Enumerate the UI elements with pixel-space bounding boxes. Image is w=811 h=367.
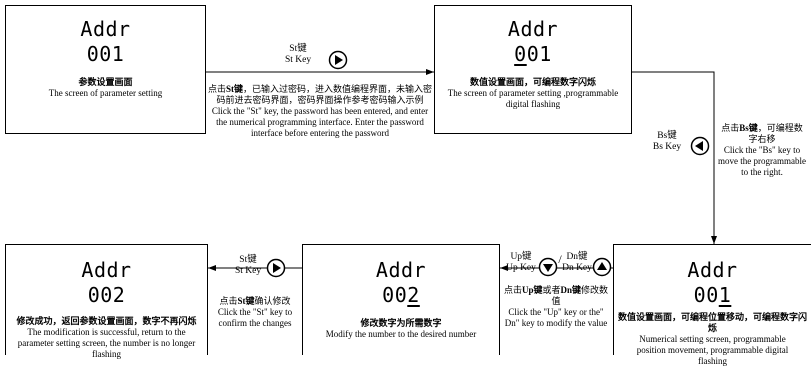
addr-label: Addr	[375, 258, 427, 282]
bs-key-label: Bs键 Bs Key	[652, 131, 682, 152]
screen-position-move: Addr 001 数值设置画面，可编程位置移动，可编程数字闪烁 Numerica…	[613, 244, 811, 366]
desc-cn: 修改成功，返回参数设置画面，数字不再闪烁	[16, 316, 197, 326]
addr-value: 001	[514, 42, 552, 66]
desc-cn: 修改数字为所需数字	[360, 318, 442, 328]
triangle-up-icon	[592, 257, 612, 277]
dn-key-label: Dn键 Dn Key	[562, 252, 592, 273]
addr-label: Addr	[507, 17, 559, 41]
addr-value: 002	[382, 283, 420, 307]
up-key-label: Up键 Up Key	[506, 252, 536, 273]
addr-value: 001	[693, 283, 732, 307]
arrow-box2-to-box3	[632, 71, 717, 244]
desc-en: The screen of parameter setting	[48, 88, 163, 98]
screen-digit-flashing: Addr 001 数值设置画面，可编程数字闪烁 The screen of pa…	[434, 5, 632, 134]
addr-label: Addr	[80, 17, 131, 41]
addr-label: Addr	[687, 258, 738, 282]
triangle-down-icon	[538, 257, 558, 277]
desc-cn: 数值设置画面，可编程数字闪烁	[469, 77, 596, 87]
screen-modification-success: Addr 002 修改成功，返回参数设置画面，数字不再闪烁 The modifi…	[5, 244, 208, 359]
desc-cn: 数值设置画面，可编程位置移动，可编程数字闪烁	[617, 312, 807, 333]
desc-en: Modify the number to the desired number	[325, 329, 477, 339]
play-left-icon	[690, 136, 710, 156]
note-st-key-confirm: 点击St键确认修改 Click the "St" key to confirm …	[217, 296, 293, 328]
note-bs-key: 点击Bs键，可编程数字右移 Click the "Bs" key to move…	[718, 123, 806, 177]
addr-value: 001	[86, 42, 125, 66]
st-key-label-confirm: St键 St Key	[234, 255, 262, 276]
desc-en: The modification is successful, return t…	[17, 327, 196, 359]
screen-parameter-setting: Addr 001 参数设置画面 The screen of parameter …	[5, 5, 206, 134]
slash-separator: /	[558, 252, 562, 266]
screen-modify-number: Addr 002 修改数字为所需数字 Modify the number to …	[302, 244, 500, 355]
play-right-icon	[328, 50, 348, 70]
desc-cn: 参数设置画面	[78, 77, 133, 87]
desc-en: Numerical setting screen, programmable p…	[636, 334, 789, 366]
note-up-dn-key: 点击Up键或者Dn键修改数值 Click the "Up" key or the…	[503, 285, 609, 328]
play-right-icon	[266, 258, 286, 278]
st-key-label: St键 St Key	[284, 44, 312, 65]
note-st-key-enter: 点击St键，已输入过密码，进入数值编程界面，未输入密码前进去密码界面，密码界面操…	[207, 84, 433, 138]
addr-value: 002	[87, 283, 126, 307]
addr-label: Addr	[81, 258, 132, 282]
desc-en: The screen of parameter setting ,program…	[447, 88, 619, 109]
